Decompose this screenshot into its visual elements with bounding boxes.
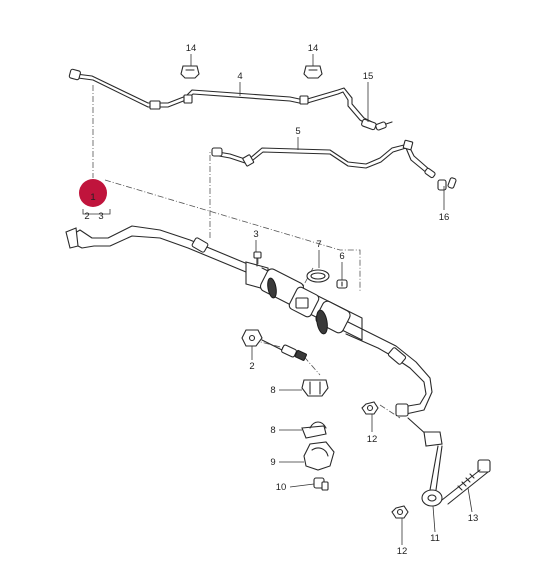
callout-11[interactable]: 11 bbox=[430, 533, 440, 544]
callout-15[interactable]: 15 bbox=[363, 71, 374, 82]
callout-3[interactable]: 3 bbox=[253, 229, 258, 240]
part-1-stabilizer-bar-assembly[interactable] bbox=[65, 225, 433, 437]
part-5-lower-hydraulic-line[interactable] bbox=[211, 139, 431, 175]
callout-12-upper[interactable]: 12 bbox=[367, 434, 378, 445]
part-4-upper-hydraulic-line[interactable] bbox=[68, 68, 377, 129]
callout-5[interactable]: 5 bbox=[295, 126, 300, 137]
callout-6[interactable]: 6 bbox=[339, 251, 344, 262]
part-3-bolt[interactable] bbox=[253, 251, 262, 267]
part-12-nut-lower[interactable] bbox=[391, 505, 409, 519]
callout-3-marker[interactable]: 3 bbox=[98, 211, 103, 222]
callout-2-marker[interactable]: 2 bbox=[84, 211, 89, 222]
callout-2[interactable]: 2 bbox=[249, 361, 254, 372]
part-11-stabilizer-link[interactable] bbox=[421, 431, 443, 507]
callout-9[interactable]: 9 bbox=[270, 457, 275, 468]
callout-1: 1 bbox=[90, 192, 95, 203]
part-12-nut-upper[interactable] bbox=[361, 401, 379, 415]
part-9-mounting-bracket[interactable] bbox=[303, 441, 335, 471]
callout-4[interactable]: 4 bbox=[237, 71, 242, 82]
callout-14-right[interactable]: 14 bbox=[308, 43, 319, 54]
part-8-bushing-lower[interactable] bbox=[301, 421, 327, 439]
part-7-hose-clamp[interactable] bbox=[306, 269, 330, 283]
callout-labels: 2 3 14 14 4 15 5 16 3 7 6 2 8 8 9 10 12 … bbox=[84, 43, 478, 557]
part-6-small-fitting[interactable] bbox=[336, 279, 348, 289]
callout-10[interactable]: 10 bbox=[276, 482, 287, 493]
callout-leader-lines bbox=[82, 54, 473, 545]
highlighted-assembly-marker[interactable]: 1 bbox=[79, 179, 107, 207]
part-10-bracket-bolt[interactable] bbox=[313, 477, 329, 491]
callout-12-lower[interactable]: 12 bbox=[397, 546, 408, 557]
callout-16[interactable]: 16 bbox=[439, 212, 450, 223]
part-15-union-fitting[interactable] bbox=[361, 118, 393, 131]
callout-8-upper[interactable]: 8 bbox=[270, 385, 275, 396]
assembly-reference-lines bbox=[92, 85, 401, 419]
callout-14-left[interactable]: 14 bbox=[186, 43, 197, 54]
part-14-line-clip-right[interactable] bbox=[303, 65, 323, 79]
part-2-position-sensor[interactable] bbox=[241, 329, 307, 361]
callout-8-lower[interactable]: 8 bbox=[270, 425, 275, 436]
part-16-line-fittings[interactable] bbox=[424, 167, 457, 191]
part-14-line-clip-left[interactable] bbox=[180, 65, 200, 79]
part-13-long-bolt[interactable] bbox=[441, 459, 491, 505]
part-8-bushing-upper[interactable] bbox=[301, 379, 329, 397]
callout-13[interactable]: 13 bbox=[468, 513, 479, 524]
callout-7[interactable]: 7 bbox=[316, 239, 321, 250]
